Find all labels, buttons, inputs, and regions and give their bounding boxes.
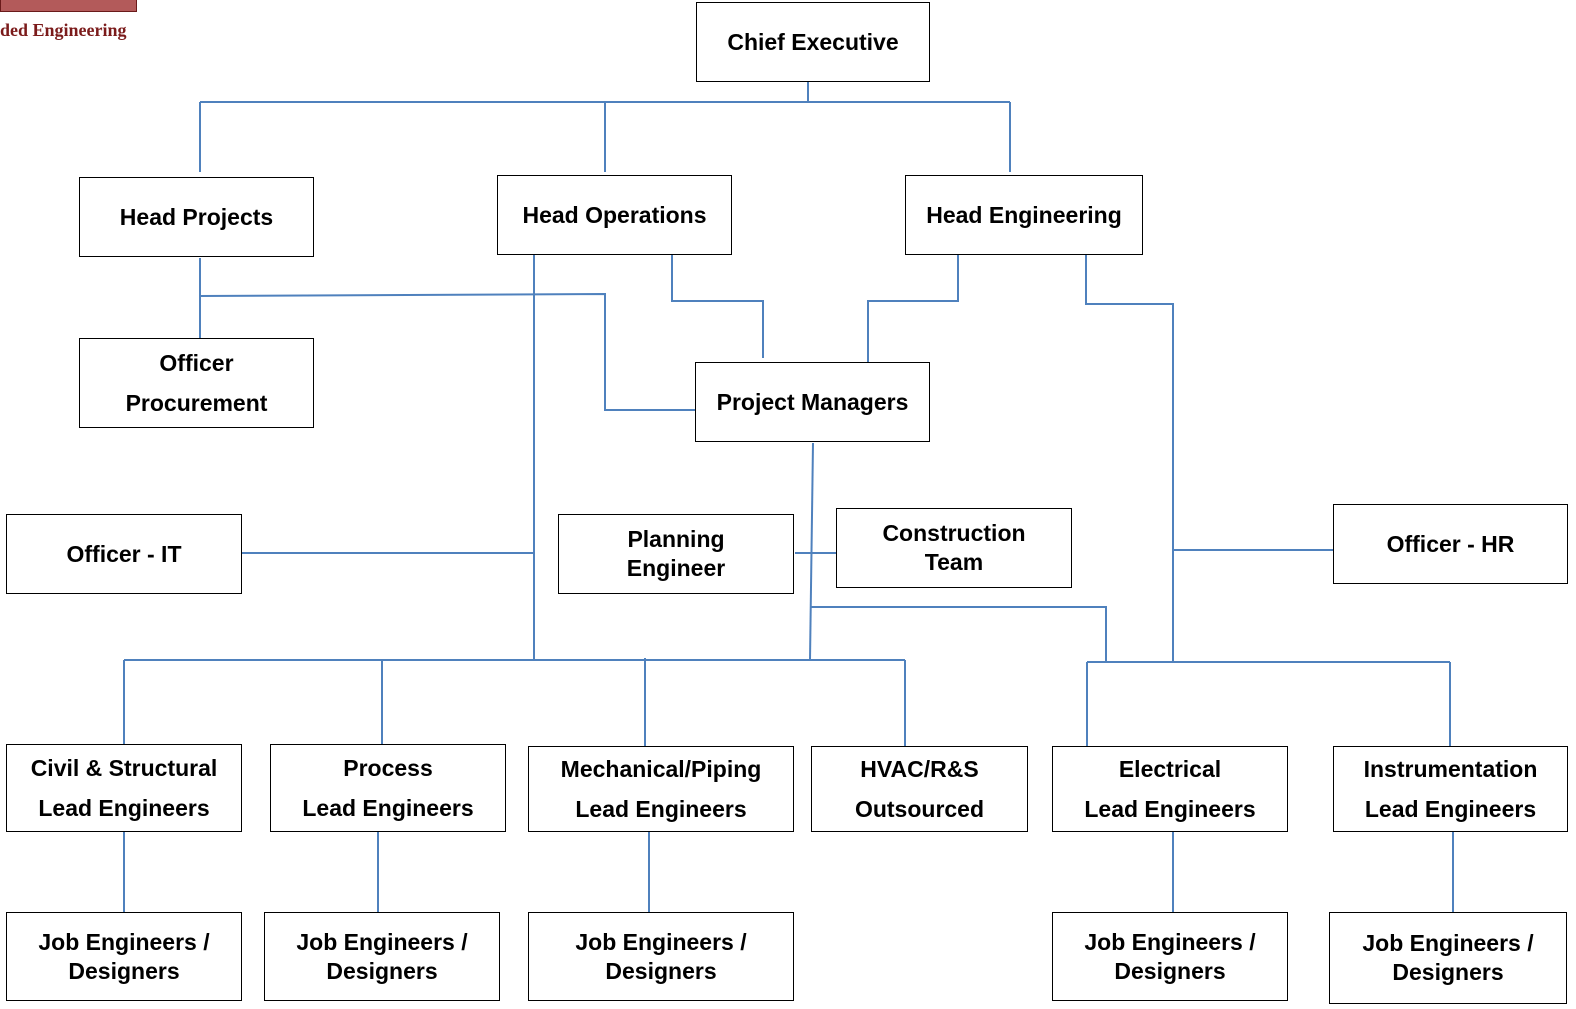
process-line2: Lead Engineers bbox=[302, 795, 474, 821]
process-line1: Process bbox=[343, 755, 433, 781]
job-engineers-process-line2: Designers bbox=[326, 957, 438, 984]
job-engineers-civil-line2: Designers bbox=[68, 957, 180, 984]
job-engineers-electrical-line1: Job Engineers / bbox=[1084, 928, 1256, 955]
job-engineers-instrumentation-box: Job Engineers / Designers bbox=[1329, 912, 1567, 1004]
job-engineers-mechanical-box: Job Engineers /Designers bbox=[528, 912, 794, 1001]
connector-engineering-to-pm bbox=[867, 255, 959, 362]
connector-right-bus bbox=[1086, 661, 1451, 746]
job-engineers-instrumentation-line2: Designers bbox=[1392, 959, 1504, 985]
connector-operations-to-pm bbox=[671, 255, 764, 358]
head-projects-box: Head Projects bbox=[79, 177, 314, 257]
connector-engineering-trunk bbox=[1085, 255, 1174, 662]
electrical-line1: Electrical bbox=[1118, 756, 1222, 782]
head-engineering-label: Head Engineering bbox=[926, 202, 1122, 228]
hvac-box: HVAC/R&S Outsourced bbox=[811, 746, 1028, 832]
mechanical-piping-line1: Mechanical/Piping bbox=[560, 756, 762, 782]
job-engineers-mechanical-line2: Designers bbox=[605, 957, 717, 984]
chief-executive-box: Chief Executive bbox=[696, 2, 930, 82]
officer-procurement-line1: Officer bbox=[159, 350, 234, 376]
head-operations-label: Head Operations bbox=[522, 202, 707, 228]
construction-team-line2: Team bbox=[924, 549, 984, 575]
logo-text: ded Engineering bbox=[0, 20, 127, 40]
construction-team-line1: Construction bbox=[882, 520, 1026, 546]
connector-projects-to-pm bbox=[199, 292, 695, 411]
connector-pm-to-electrical bbox=[811, 606, 1107, 662]
officer-hr-box: Officer - HR bbox=[1333, 504, 1568, 584]
planning-engineer-line2: Engineer bbox=[626, 555, 726, 581]
hvac-line2: Outsourced bbox=[854, 796, 985, 822]
civil-structural-line1: Civil & Structural bbox=[30, 755, 218, 781]
officer-procurement-line2: Procurement bbox=[125, 390, 268, 416]
instrumentation-line2: Lead Engineers bbox=[1364, 796, 1537, 822]
instrumentation-line1: Instrumentation bbox=[1363, 756, 1538, 782]
head-engineering-box: Head Engineering bbox=[905, 175, 1143, 255]
job-engineers-process-line1: Job Engineers / bbox=[296, 928, 468, 955]
project-managers-box: Project Managers bbox=[695, 362, 930, 442]
connector-left-bus bbox=[123, 658, 906, 746]
head-operations-box: Head Operations bbox=[497, 175, 732, 255]
civil-structural-line2: Lead Engineers bbox=[38, 795, 210, 821]
project-managers-label: Project Managers bbox=[716, 389, 909, 415]
job-engineers-instrumentation-line1: Job Engineers / bbox=[1362, 930, 1534, 956]
hvac-line1: HVAC/R&S bbox=[860, 756, 979, 782]
head-projects-label: Head Projects bbox=[119, 204, 274, 230]
job-engineers-civil-box: Job Engineers /Designers bbox=[6, 912, 242, 1001]
connector-ceo-to-heads bbox=[199, 82, 1011, 172]
electrical-line2: Lead Engineers bbox=[1084, 796, 1256, 822]
job-engineers-civil-line1: Job Engineers / bbox=[38, 928, 210, 955]
mechanical-piping-line2: Lead Engineers bbox=[575, 796, 747, 822]
chief-executive-label: Chief Executive bbox=[727, 29, 899, 55]
connector-leads-to-jobs bbox=[123, 832, 1454, 912]
job-engineers-process-box: Job Engineers /Designers bbox=[264, 912, 500, 1001]
job-engineers-electrical-box: Job Engineers /Designers bbox=[1052, 912, 1288, 1001]
connector-pm-trunk bbox=[809, 442, 814, 661]
job-engineers-electrical-line2: Designers bbox=[1114, 957, 1226, 984]
job-engineers-mechanical-line1: Job Engineers / bbox=[575, 928, 747, 955]
officer-it-label: Officer - IT bbox=[66, 541, 182, 567]
officer-hr-label: Officer - HR bbox=[1386, 531, 1515, 557]
logo-bar bbox=[0, 0, 137, 12]
officer-it-box: Officer - IT bbox=[6, 514, 242, 594]
planning-engineer-line1: Planning bbox=[627, 526, 725, 552]
